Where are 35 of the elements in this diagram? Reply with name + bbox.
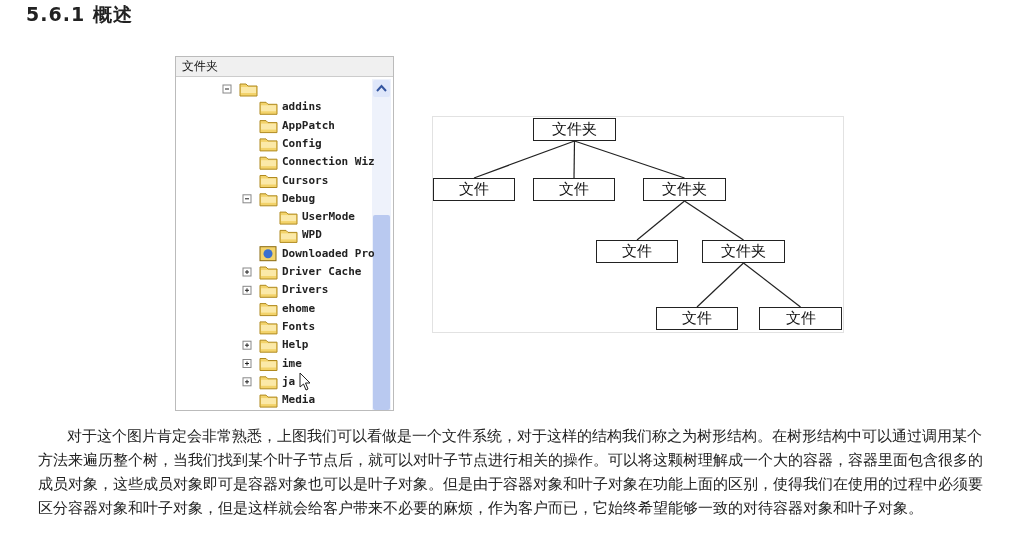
paragraph: 对于这个图片肯定会非常熟悉，上图我们可以看做是一个文件系统，对于这样的结构我们称之为树形结构。在树形结构中可以通过调用某个方法来遍历整个树，当我们找到某个叶子节点后，就可以对叶子节点进行相关的操作。可以将这颗树理解成一个大的容器，容器里面包含很多的成员对象，这些成员对象即可是容器对象也可以是叶子对象。但是由于容器对象和叶子对象在功能上面的区别，使得我们在使用的过程中必须要区分容器对象和叶子对象，但是这样就会给客户带来不必要的麻烦，作为客户而已，它始终希望能够一致的对待容器对象和叶子对象。 [38, 426, 984, 518]
connector-line [636, 200, 686, 241]
tree-box: 文件 [656, 307, 738, 330]
folder-name: Connection Wiz [282, 155, 375, 170]
folder-name: Debug [282, 191, 316, 206]
folder-name: addins [282, 100, 322, 115]
tree-box: 文件 [533, 178, 615, 201]
heading: 5.6.1 概述 [26, 2, 133, 27]
folder-name: AppPatch [282, 118, 335, 133]
folder-name: ja [282, 374, 296, 389]
tree-box: 文件夹 [643, 178, 726, 201]
tree-box: 文件夹 [702, 240, 785, 263]
folder-name: UserMode [302, 210, 355, 225]
folder-name: ehome [282, 301, 316, 316]
connector-line [742, 262, 802, 308]
tree-box: 文件 [433, 178, 515, 201]
tree-box: 文件 [596, 240, 678, 263]
folder-name: Driver Cache [282, 265, 362, 279]
tree-box: 文件 [759, 307, 842, 330]
connector-line [473, 140, 576, 179]
folder-name: ime [282, 356, 302, 371]
folder-name: Cursors [282, 173, 329, 188]
connector-line [573, 140, 576, 179]
connector-line [683, 200, 745, 241]
folder-name: Help [282, 338, 309, 353]
connector-line [573, 140, 686, 179]
connector-line [696, 262, 745, 308]
folder-name: Media [282, 393, 316, 408]
panel-title: 文件夹 [182, 58, 218, 75]
tree-box: 文件夹 [533, 118, 616, 141]
folder-name: Drivers [282, 283, 329, 298]
folder-name: Config [282, 136, 322, 151]
folder-name: Downloaded Pro [282, 246, 375, 261]
folder-name: Fonts [282, 319, 316, 334]
folder-name: WPD [302, 228, 322, 243]
